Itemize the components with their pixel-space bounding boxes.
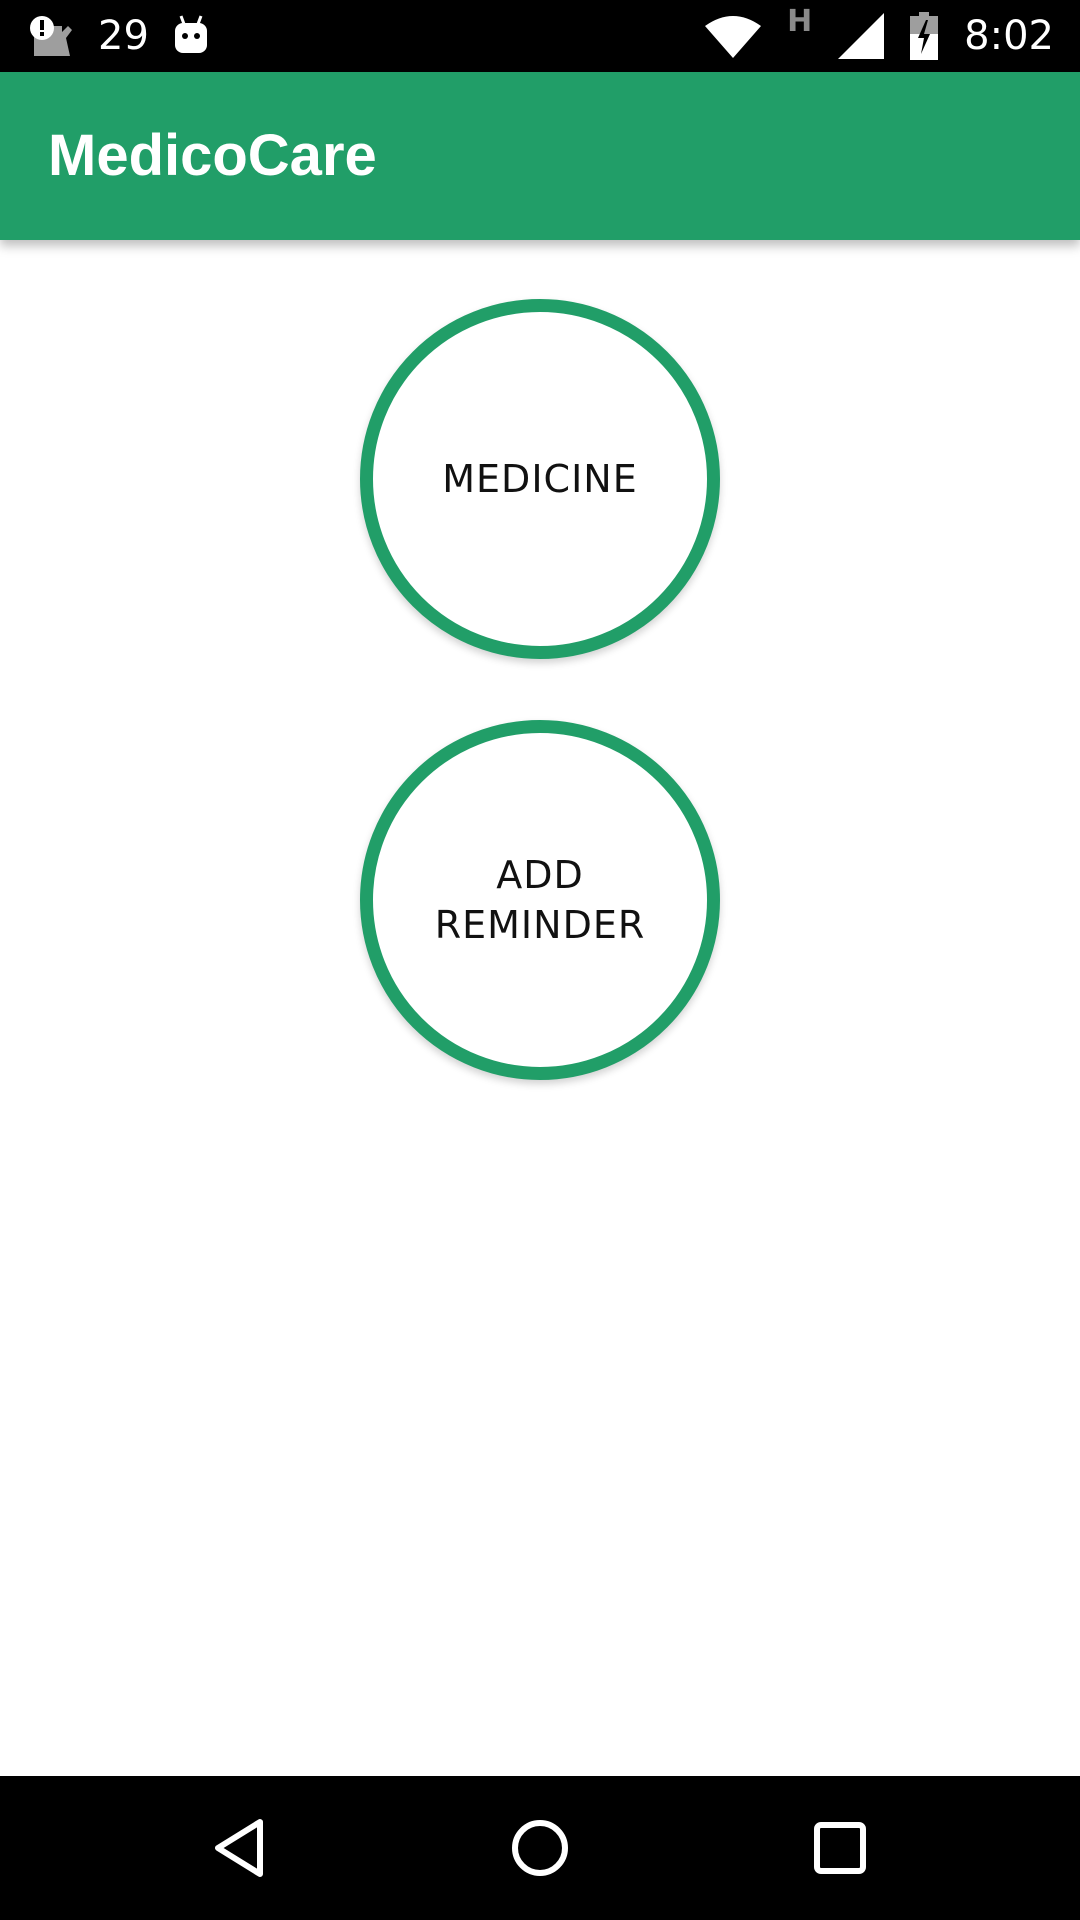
recents-button[interactable] bbox=[760, 1776, 920, 1920]
add-reminder-button[interactable]: ADD REMINDER bbox=[360, 720, 720, 1080]
navigation-bar bbox=[0, 1776, 1080, 1920]
back-icon bbox=[212, 1818, 268, 1878]
alert-storage-icon bbox=[28, 12, 76, 60]
status-right: H 8:02 bbox=[705, 0, 1054, 72]
medicine-button[interactable]: MEDICINE bbox=[360, 299, 720, 659]
status-bar: 29 H bbox=[0, 0, 1080, 72]
app-bar: MedicoCare bbox=[0, 72, 1080, 240]
network-type-icon: H bbox=[787, 4, 813, 39]
status-left: 29 bbox=[28, 0, 211, 72]
app-title: MedicoCare bbox=[48, 123, 377, 188]
android-icon bbox=[171, 14, 211, 58]
wifi-icon bbox=[705, 14, 762, 58]
home-icon bbox=[510, 1818, 570, 1878]
signal-icon bbox=[838, 13, 885, 59]
battery-charging-icon bbox=[910, 12, 939, 60]
recents-icon bbox=[814, 1822, 866, 1874]
back-button[interactable] bbox=[160, 1776, 320, 1920]
add-reminder-button-label: ADD REMINDER bbox=[434, 853, 646, 947]
home-button[interactable] bbox=[460, 1776, 620, 1920]
notification-count: 29 bbox=[98, 13, 149, 59]
clock: 8:02 bbox=[964, 13, 1054, 59]
medicine-button-label: MEDICINE bbox=[442, 457, 638, 501]
